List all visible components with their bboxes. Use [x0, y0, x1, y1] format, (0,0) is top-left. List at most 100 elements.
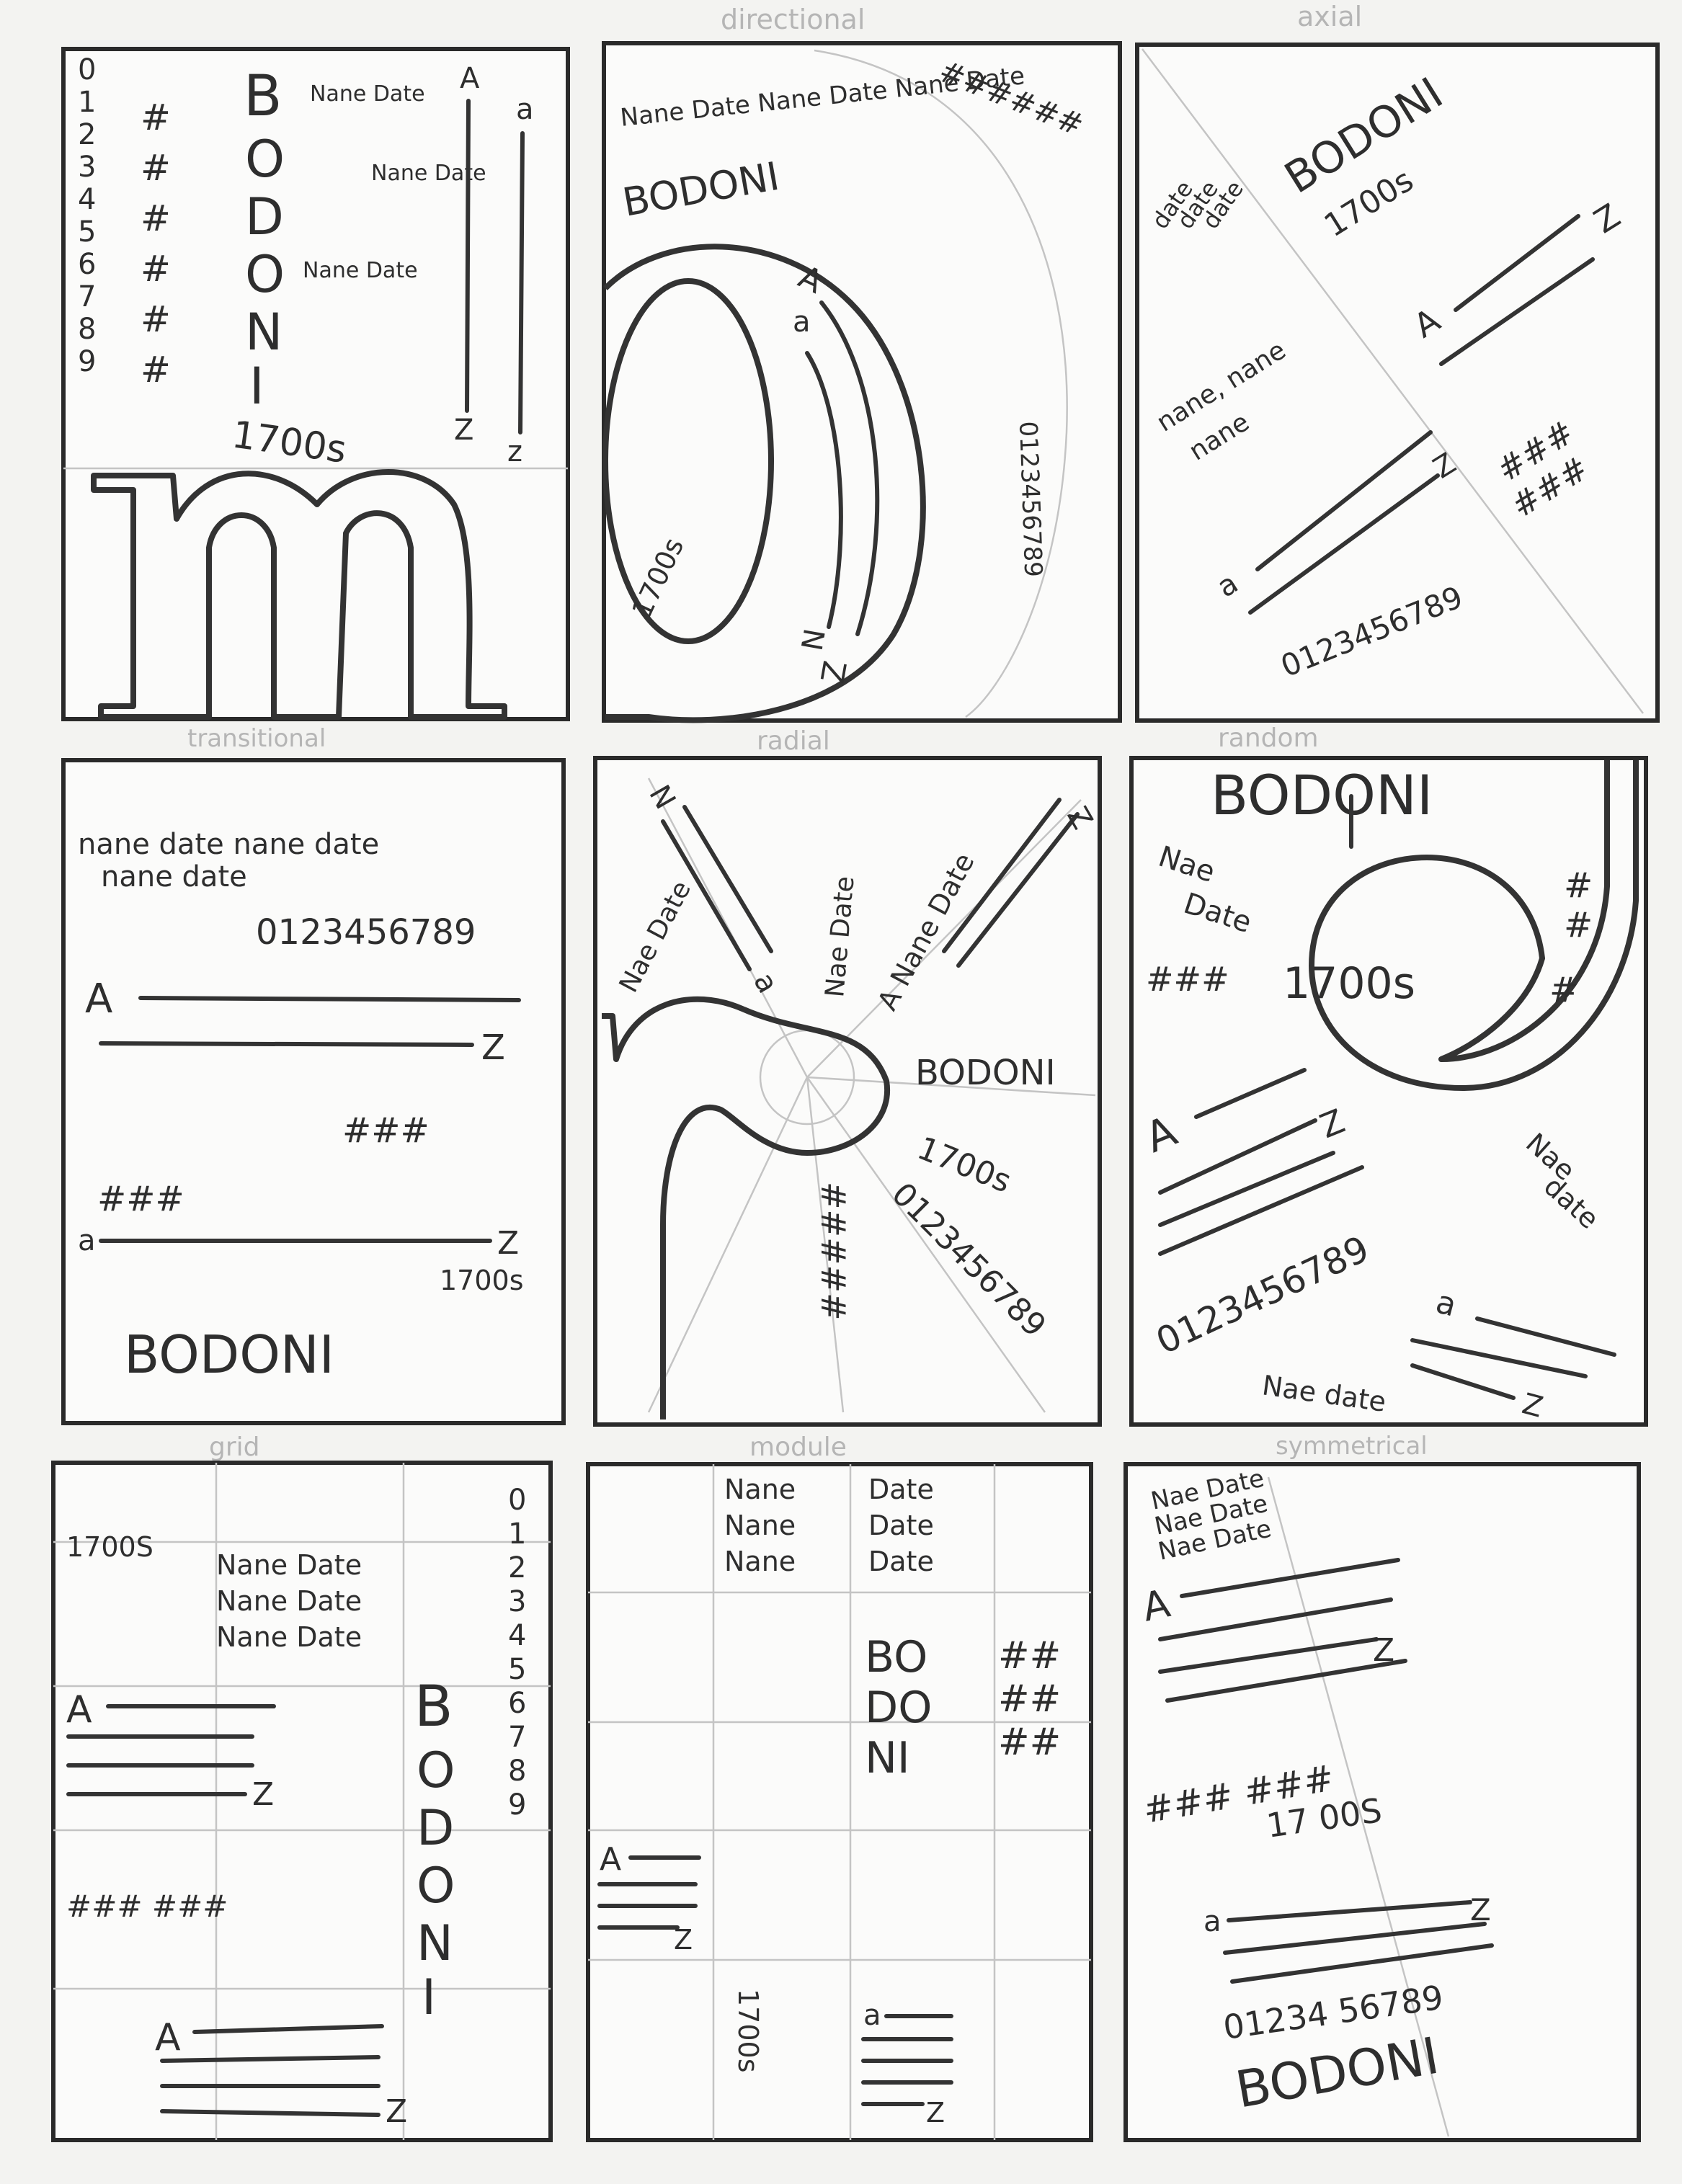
panel-8-cap-z: Z: [674, 1924, 693, 1956]
panel-9-lower-z: Z: [1470, 1892, 1491, 1927]
panel-1-cap-z: Z: [454, 414, 473, 447]
panel-7-caption: grid: [209, 1432, 260, 1462]
panel-7-digit: 6: [508, 1687, 526, 1720]
panel-1-hash-column: # # # # # #: [141, 97, 171, 391]
panel-1-title-letter: N: [245, 303, 282, 362]
panel-8-lower-a: a: [863, 1999, 881, 2032]
panel-1-digit: 6: [78, 248, 96, 281]
panel-7-digit: 8: [508, 1755, 526, 1788]
panel-8: module Nane Nane Nane Date Date Date BO …: [586, 1432, 1093, 2142]
panel-2-letter-o: [603, 244, 926, 723]
panel-2-lower-a: a: [793, 306, 811, 339]
panel-6-caption: random: [1218, 723, 1319, 753]
panel-7-title-letter: B: [414, 1675, 453, 1739]
panel-6-hash-right: #: [1564, 905, 1593, 945]
panel-4-lower-z: Z: [497, 1225, 519, 1262]
panel-4-hash: ###: [97, 1179, 184, 1219]
panel-4-hash: ###: [342, 1110, 430, 1151]
panel-1-letter-m: [91, 469, 507, 720]
panel-9: symmetrical Nae Date Nae Date Nae Date A…: [1123, 1432, 1641, 2142]
panel-1-hash: #: [141, 349, 171, 391]
panel-1-digit: 9: [78, 345, 96, 378]
panel-8-date: Date: [868, 1474, 934, 1505]
panel-7-cap-a: A: [66, 1688, 92, 1731]
panel-2-counter: [602, 278, 774, 644]
panel-4-digits: 0123456789: [256, 912, 476, 953]
panel-7-name-row: Nane Date: [216, 1621, 362, 1653]
panel-9-lower-a: a: [1203, 1905, 1222, 1938]
panel-8-date: Date: [868, 1510, 934, 1541]
panel-4-lower-a: a: [78, 1224, 96, 1257]
panel-8-name: Nane: [724, 1546, 796, 1577]
panel-7-digit: 4: [508, 1619, 526, 1652]
panel-8-title-row: DO: [865, 1682, 932, 1733]
panel-7-title-letter: O: [417, 1742, 455, 1799]
panel-7-digits-column: 0 1 2 3 4 5 6 7 8 9: [508, 1484, 526, 1822]
panel-9-caption: symmetrical: [1276, 1432, 1428, 1461]
panel-1-digit: 5: [78, 215, 96, 249]
panel-7-digit: 0: [508, 1484, 526, 1517]
panel-4-caption: transitional: [187, 724, 326, 753]
panel-8-name: Nane: [724, 1474, 796, 1505]
panel-5-title: BODONI: [915, 1053, 1056, 1093]
panel-8-hash-row: ##: [998, 1634, 1061, 1677]
panel-1-lower-a: a: [516, 93, 534, 126]
panel-3-caption: axial: [1297, 1, 1362, 32]
panel-1-digit: 1: [78, 86, 96, 119]
panel-1: 0 1 2 3 4 5 6 7 8 9 # # # # # # B O D O …: [61, 47, 570, 721]
panel-5-caption: radial: [757, 726, 830, 756]
panel-1-name-date: Nane Date: [303, 258, 418, 283]
panel-4-title: BODONI: [124, 1324, 334, 1385]
panel-4-name-line: nane date nane date: [78, 828, 379, 861]
panel-5-letter-p: [602, 996, 891, 1419]
panel-6: random BODONI Nae Date ### 1700s # # # A…: [1129, 723, 1648, 1427]
panel-7-digit: 5: [508, 1653, 526, 1686]
panel-1-title-vertical: B O D O N I: [244, 64, 285, 416]
panel-4-year: 1700s: [440, 1265, 524, 1296]
panel-4: transitional nane date nane date nane da…: [61, 724, 566, 1425]
panel-1-lower-z: z: [507, 435, 522, 468]
panel-2-caption: directional: [721, 4, 865, 35]
panel-6-hash-left: ###: [1146, 960, 1229, 999]
panel-7-cap-z: Z: [252, 1776, 274, 1813]
panel-1-hash: #: [141, 97, 171, 138]
panel-7-cap-a2: A: [155, 2016, 181, 2059]
panel-7-name-row: Nane Date: [216, 1585, 362, 1617]
panel-7-title-vertical: B O D O N I: [414, 1675, 455, 2026]
panel-5-radial-guides: [647, 777, 1096, 1413]
panel-7-digit: 3: [508, 1585, 526, 1618]
panel-5: radial N a Nae Date Nae Date A Nane Date…: [593, 726, 1102, 1427]
panel-7-digit: 7: [508, 1721, 526, 1754]
panel-3: axial date date date BODONI 1700s A Z na…: [1135, 1, 1660, 723]
panel-7-digit: 2: [508, 1551, 526, 1584]
panel-8-title-row: BO: [865, 1632, 927, 1682]
panel-7-grid-guides: [53, 1463, 551, 2140]
panel-8-module-guides: [588, 1464, 1091, 2140]
panel-6-letter-c: [1309, 760, 1639, 1091]
panel-1-title-letter: O: [245, 245, 285, 304]
panel-7-cap-z2: Z: [386, 2093, 407, 2130]
panel-7-digit: 1: [508, 1517, 526, 1551]
panel-2: directional ###### Nane Date Nane Date N…: [602, 4, 1122, 723]
panel-4-cap-z: Z: [481, 1028, 505, 1068]
panel-1-title-letter: B: [244, 64, 282, 129]
panel-1-title-letter: I: [249, 357, 264, 416]
panel-1-cap-a: A: [460, 62, 480, 95]
panel-8-date: Date: [868, 1546, 934, 1577]
panel-6-title: BODONI: [1211, 763, 1433, 827]
panel-7-digit: 9: [508, 1788, 526, 1822]
panel-8-title-row: NI: [865, 1733, 910, 1783]
panel-1-digit: 8: [78, 313, 96, 346]
panel-4-name-line: nane date: [101, 860, 247, 893]
panel-1-digit: 4: [78, 183, 96, 216]
panel-8-caption: module: [749, 1432, 847, 1462]
panel-1-digit: 7: [78, 280, 96, 313]
panel-6-hash-right: #: [1549, 970, 1578, 1010]
panel-1-hash: #: [141, 147, 171, 189]
panel-1-hash: #: [141, 298, 171, 340]
panel-7-title-letter: O: [417, 1858, 455, 1915]
panel-8-lower-z: Z: [926, 2097, 945, 2129]
panel-7: grid 1700S Nane Date Nane Date Nane Date…: [51, 1432, 553, 2142]
panel-1-digit: 0: [78, 53, 96, 86]
